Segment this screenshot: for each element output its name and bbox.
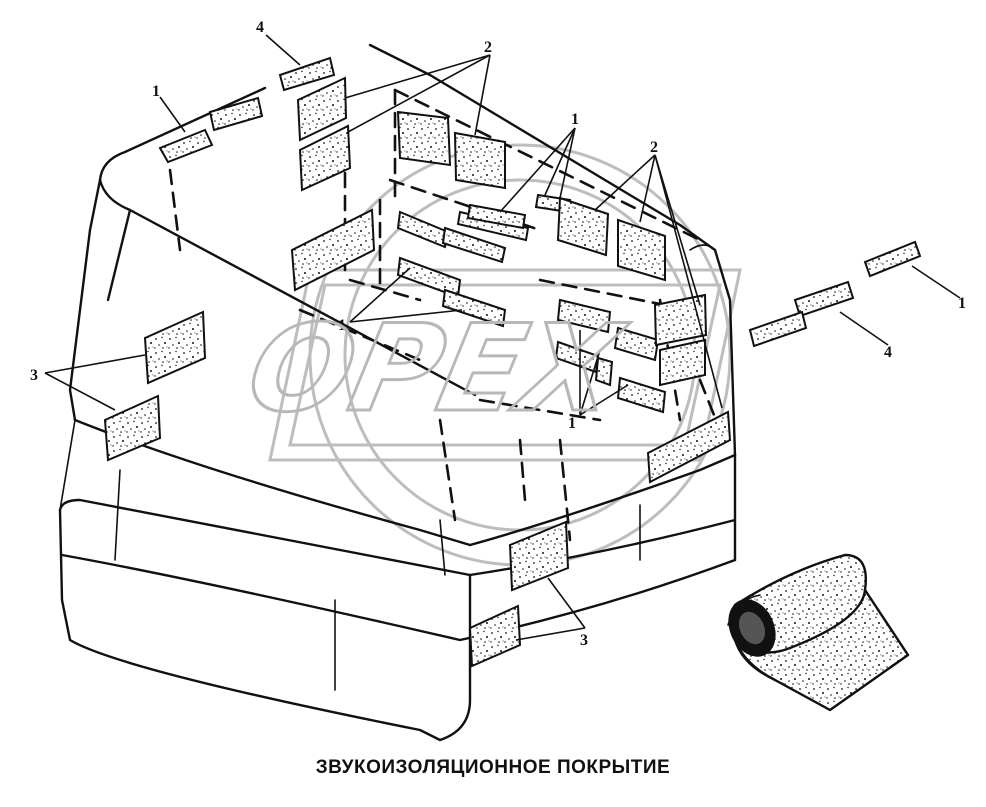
callout-1-bottom: 1: [568, 415, 576, 432]
callout-1-topleft: 1: [152, 83, 160, 100]
callout-2-right: 2: [650, 139, 658, 156]
cab-outline: [58, 43, 737, 742]
callout-1-center: 1: [338, 317, 346, 334]
callout-4-top: 4: [256, 19, 264, 36]
callout-2-top: 2: [484, 39, 492, 56]
callout-1-center-top: 1: [571, 111, 579, 128]
callout-labels: 1 4 2 1 2 1 4 1 3 1 3: [30, 19, 966, 649]
watermark-text: OPEX: [237, 298, 637, 438]
callout-4-right: 4: [884, 344, 892, 361]
callout-3-left: 3: [30, 367, 38, 384]
material-roll: [727, 553, 910, 712]
callout-3-bottom: 3: [580, 632, 588, 649]
leader-lines: [44, 34, 961, 641]
callout-1-far-right: 1: [958, 295, 966, 312]
soundproofing-pads: [103, 56, 922, 668]
diagram-caption: ЗВУКОИЗОЛЯЦИОННОЕ ПОКРЫТИЕ: [315, 757, 671, 778]
